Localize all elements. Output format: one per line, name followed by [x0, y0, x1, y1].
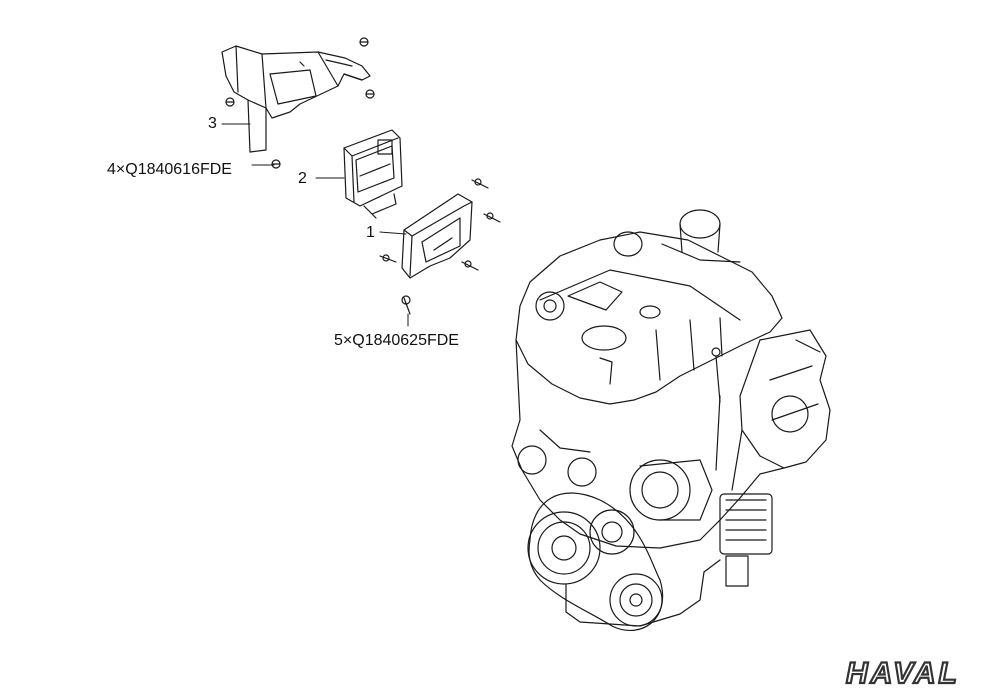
callout-2: 2: [298, 170, 307, 187]
ecu-bolt: [379, 178, 501, 315]
engine-assembly: [511, 209, 831, 631]
svg-text:HAVAL: HAVAL: [846, 657, 960, 690]
ecu-cover-part-1: [401, 193, 473, 279]
fastener-label-q1840625fde: 5×Q1840625FDE: [334, 332, 459, 349]
bracket-nut: [225, 37, 375, 169]
leader-lines: [221, 123, 409, 327]
haval-logo: HAVAL: [845, 656, 960, 691]
ecu-module-part-2: [343, 129, 403, 219]
mounting-bracket-part-3: [221, 45, 371, 153]
callout-3: 3: [208, 115, 217, 132]
fastener-label-q1840616fde: 4×Q1840616FDE: [107, 161, 232, 178]
callout-1: 1: [366, 224, 375, 241]
